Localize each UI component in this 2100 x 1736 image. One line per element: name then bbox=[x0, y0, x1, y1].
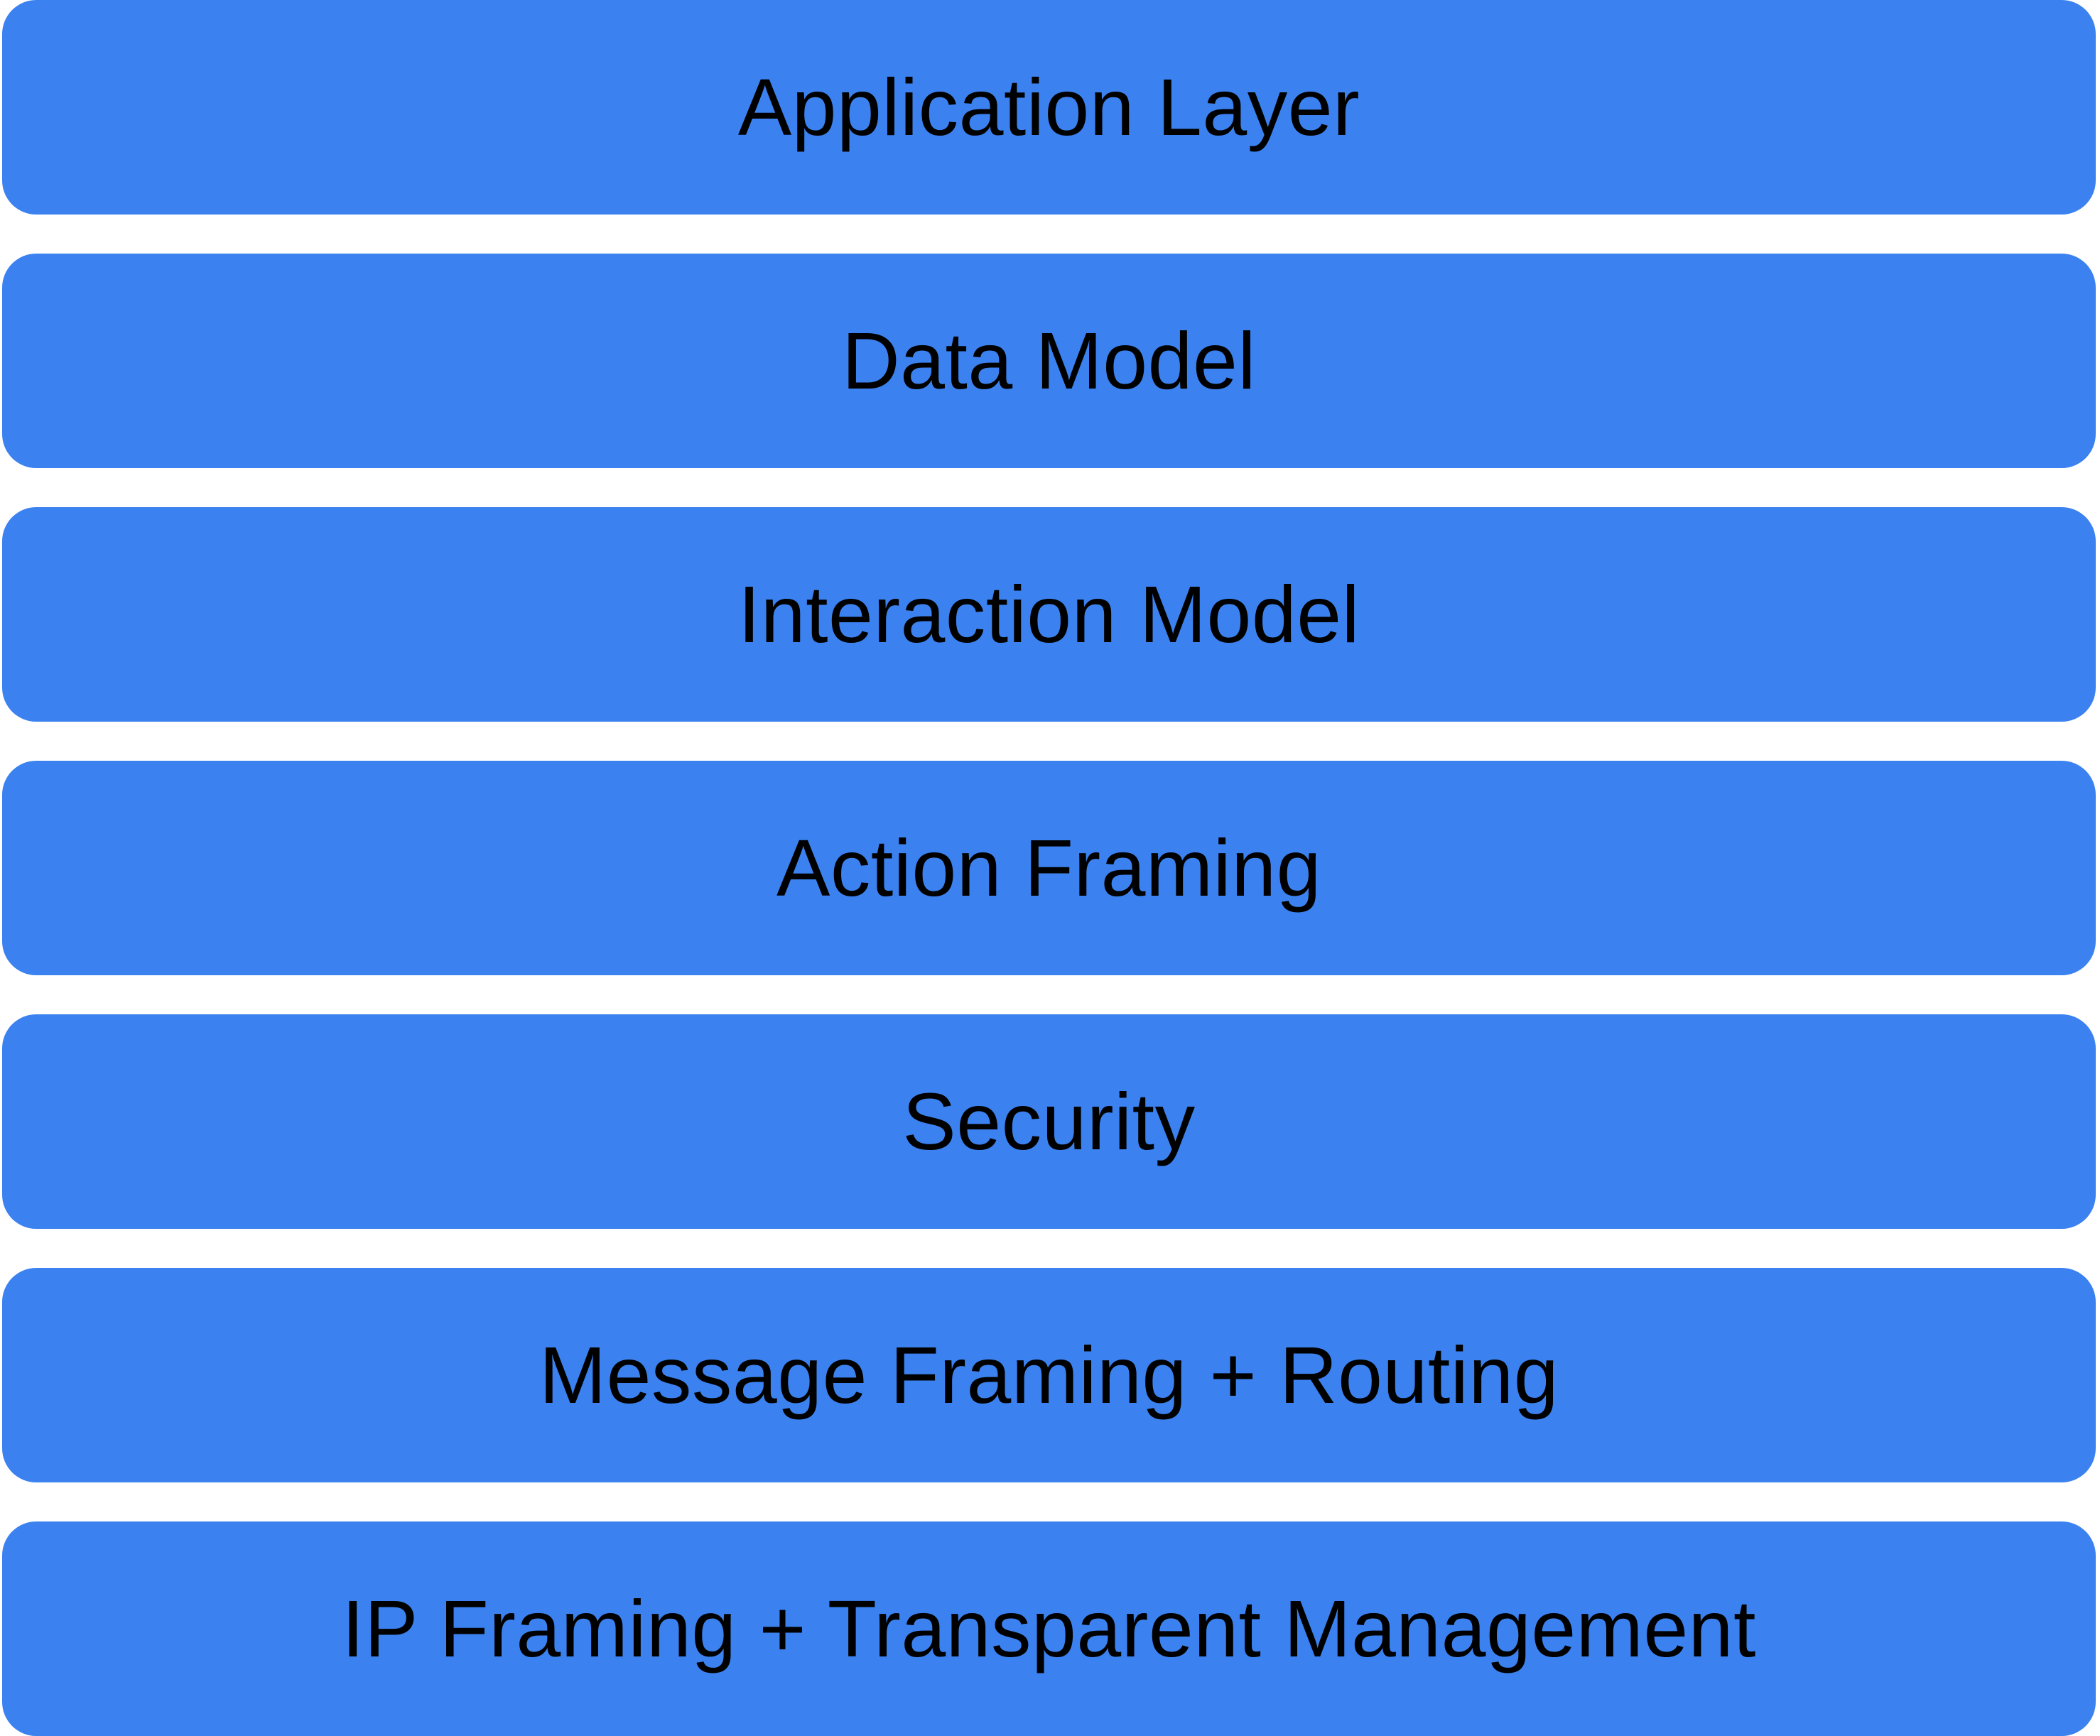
layer-block-application-layer: Application Layer bbox=[2, 0, 2096, 215]
layer-block-ip-framing-transparent-management: IP Framing + Transparent Management bbox=[2, 1521, 2096, 1736]
layer-label: Message Framing + Routing bbox=[538, 1330, 1559, 1420]
layer-block-message-framing-routing: Message Framing + Routing bbox=[2, 1268, 2096, 1482]
layer-block-security: Security bbox=[2, 1014, 2096, 1229]
layer-label: IP Framing + Transparent Management bbox=[342, 1583, 1756, 1673]
layer-label: Data Model bbox=[842, 315, 1256, 406]
layer-block-interaction-model: Interaction Model bbox=[2, 507, 2096, 722]
layer-block-action-framing: Action Framing bbox=[2, 761, 2096, 975]
layer-block-data-model: Data Model bbox=[2, 254, 2096, 468]
layer-label: Application Layer bbox=[737, 62, 1360, 152]
layer-label: Security bbox=[902, 1076, 1196, 1166]
layer-label: Action Framing bbox=[776, 823, 1321, 913]
layer-label: Interaction Model bbox=[737, 569, 1360, 659]
